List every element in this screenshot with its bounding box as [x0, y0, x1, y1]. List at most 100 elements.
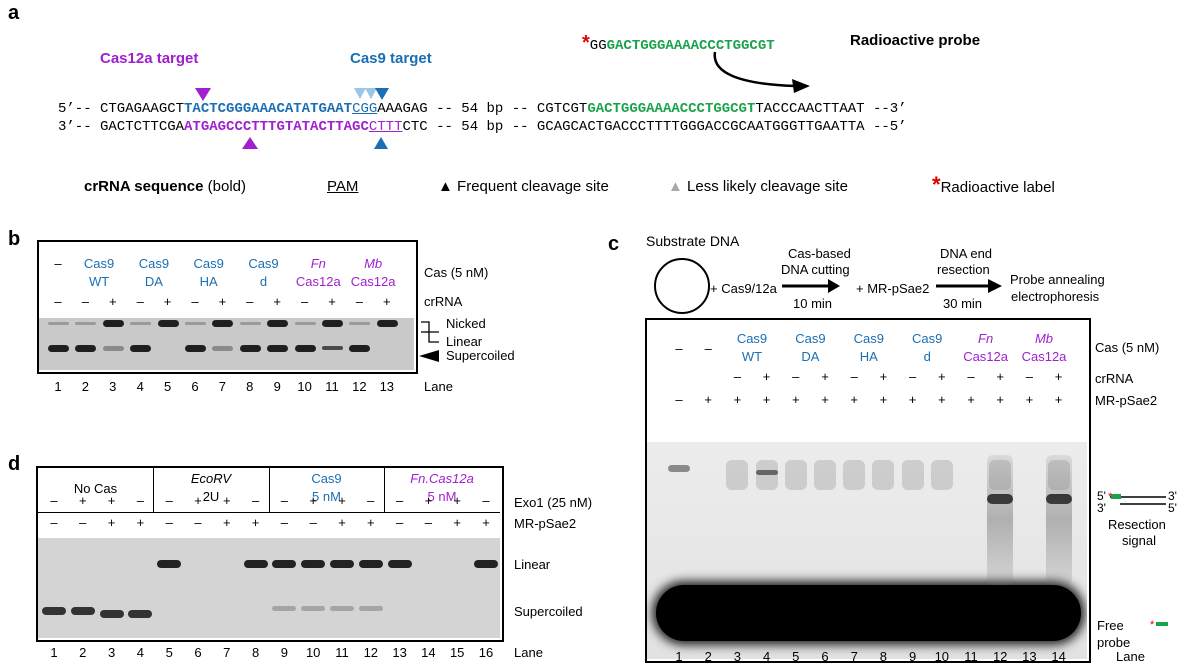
smear-band — [785, 460, 807, 490]
lane-number: 6 — [186, 645, 210, 660]
crrna-sign: – — [349, 294, 369, 309]
band-supercoiled — [71, 607, 95, 615]
svg-text:*: * — [1108, 491, 1113, 503]
cas-group-label-bottom: HA — [837, 348, 901, 366]
cas-group-label-bottom: DA — [778, 348, 842, 366]
panel-b-letter: b — [8, 228, 20, 251]
mr-sign: – — [44, 515, 64, 530]
band-linear — [157, 560, 181, 568]
crrna-sign: + — [158, 294, 178, 309]
step-time-30: 30 min — [943, 296, 982, 311]
band-linear — [244, 560, 268, 568]
exo-sign: + — [418, 493, 438, 508]
band-supercoiled — [75, 345, 96, 352]
crrna-sign: + — [103, 294, 123, 309]
smear-band — [726, 460, 748, 490]
mr-sign: + — [815, 392, 835, 407]
cas-group-label-bottom: Cas12a — [954, 348, 1018, 366]
mr-sign: + — [844, 392, 864, 407]
crrna-sign: + — [873, 369, 893, 384]
radioactive-star-legend-icon: * — [932, 172, 941, 197]
mr-sign: + — [961, 392, 981, 407]
band-supercoiled — [240, 345, 261, 352]
lane-number: 1 — [42, 645, 66, 660]
panel-d-band-supercoiled: Supercoiled — [514, 604, 583, 619]
bottom-strand: 3’-- GACTCTTCGAATGAGCCCTTTGTATACTTAGCCTT… — [58, 119, 907, 135]
resection-label-2: signal — [1122, 533, 1156, 548]
panel-c-cas-label: Cas (5 nM) — [1095, 340, 1159, 355]
band-nicked — [48, 322, 69, 325]
band-nicked — [349, 322, 370, 325]
lane-number: 13 — [1017, 649, 1041, 664]
band-label-linear: Linear — [446, 334, 482, 349]
crrna-sign: – — [185, 294, 205, 309]
band-nicked — [75, 322, 96, 325]
lane-number: 12 — [988, 649, 1012, 664]
mr-sign: – — [418, 515, 438, 530]
panel-b-gel — [39, 318, 414, 370]
lane-number: 15 — [445, 645, 469, 660]
exo-sign: + — [332, 493, 352, 508]
exo-sign: – — [159, 493, 179, 508]
crrna-sign: – — [961, 369, 981, 384]
band-nicked — [240, 322, 261, 325]
less-likely-triangle-icon: ▲ — [668, 178, 683, 195]
exo-sign: + — [217, 493, 237, 508]
resection-band — [756, 470, 778, 475]
band-supercoiled-faint — [272, 606, 296, 611]
crrna-sign: + — [757, 369, 777, 384]
mr-sign: – — [188, 515, 208, 530]
exo-sign: + — [73, 493, 93, 508]
band-supercoiled-faint — [359, 606, 383, 611]
band-supercoiled — [295, 345, 316, 352]
panel-d-lane-label: Lane — [514, 645, 543, 660]
mr-sign: – — [159, 515, 179, 530]
panel-b-crrna-label: crRNA — [424, 294, 462, 309]
lane-number: 4 — [755, 649, 779, 664]
legend-less: ▲ Less likely cleavage site — [668, 178, 848, 195]
step-cutting-2: DNA cutting — [781, 262, 850, 277]
panel-b-lane-label: Lane — [424, 379, 453, 394]
crrna-sign: + — [267, 294, 287, 309]
crrna-sign: + — [1049, 369, 1069, 384]
crrna-sign: + — [990, 369, 1010, 384]
band-supercoiled — [48, 345, 69, 352]
smear-band — [814, 460, 836, 490]
lane-number: 10 — [930, 649, 954, 664]
cas-group-label-top: Cas9 — [778, 330, 842, 348]
band-nicked — [130, 322, 151, 325]
crrna-sign: – — [1019, 369, 1039, 384]
mr-sign: + — [1019, 392, 1039, 407]
substrate-dna-label: Substrate DNA — [646, 233, 739, 249]
lane-number: 8 — [244, 645, 268, 660]
step-resection-2: resection — [937, 262, 990, 277]
condition-label-top: Fn.Cas12a — [385, 470, 500, 488]
cas-group-label-bottom: Cas12a — [341, 273, 405, 291]
cas-group-label-top: Mb — [341, 255, 405, 273]
lane-number: 9 — [265, 379, 289, 394]
band-label-nicked: Nicked — [446, 316, 486, 331]
mr-sign: + — [757, 392, 777, 407]
panel-b-cas-label: Cas (5 nM) — [424, 265, 488, 280]
exo-sign: + — [188, 493, 208, 508]
cleavage-site-arrows — [0, 0, 1200, 160]
step-time-10: 10 min — [793, 296, 832, 311]
workflow-arrows — [780, 276, 1010, 296]
lane-number: 4 — [128, 645, 152, 660]
smear-band — [931, 460, 953, 490]
lane-number: 3 — [725, 649, 749, 664]
legend-frequent: ▲ Frequent cleavage site — [438, 178, 609, 195]
crrna-sign: – — [295, 294, 315, 309]
crrna-sign: – — [130, 294, 150, 309]
resection-smear — [987, 455, 1013, 585]
mr-sign: + — [873, 392, 893, 407]
step-cutting-1: Cas-based — [788, 246, 851, 261]
crrna-sign: – — [727, 369, 747, 384]
crrna-sign: + — [212, 294, 232, 309]
band-nicked — [295, 322, 316, 325]
lane-number: 4 — [128, 379, 152, 394]
cas-group-label-top: Mb — [1012, 330, 1076, 348]
svg-text:*: * — [1150, 619, 1155, 631]
free-probe-band — [656, 585, 1081, 641]
mr-sign: + — [361, 515, 381, 530]
